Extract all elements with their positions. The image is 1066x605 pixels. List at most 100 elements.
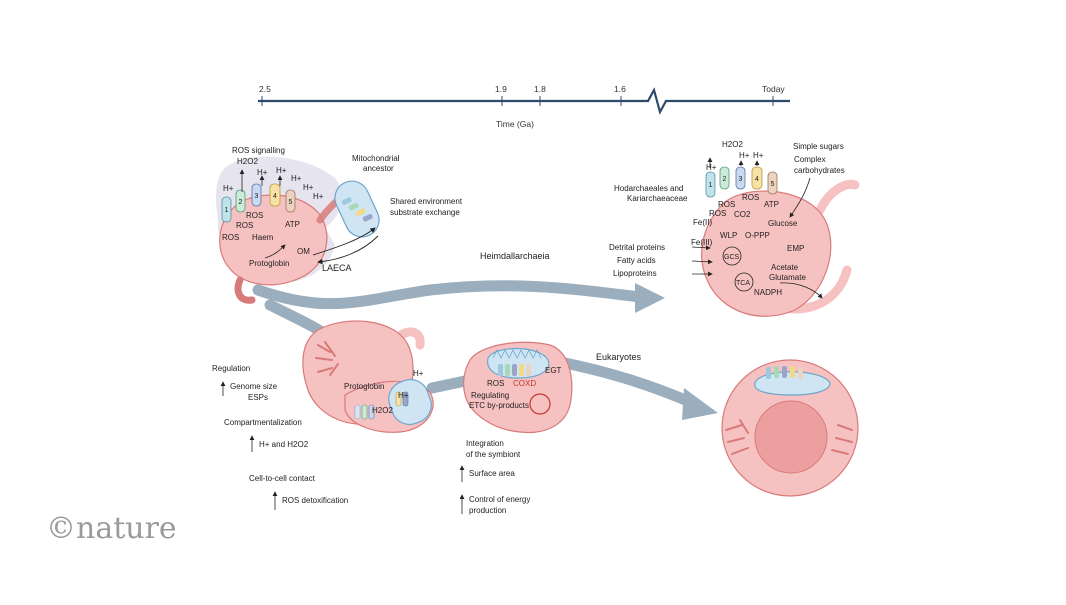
eukaryote-er-left bbox=[725, 419, 749, 455]
mito-ancestor-complex-4 bbox=[362, 214, 373, 222]
heim-glucose-label: Glucose bbox=[768, 219, 798, 228]
heim-oppp-label: O-PPP bbox=[745, 231, 770, 240]
note-genome-size: Genome size bbox=[230, 382, 278, 391]
heim-complex-5 bbox=[767, 171, 778, 195]
merge-complex-2 bbox=[361, 404, 368, 420]
eukaryotes-arrow-shaft bbox=[554, 356, 696, 408]
fatty-acids-arrow bbox=[691, 259, 713, 265]
laeca-hplus-label-3: H+ bbox=[276, 166, 287, 175]
heimdallarchaeia-arrow-shaft bbox=[252, 280, 646, 310]
merge-complex-1 bbox=[354, 404, 361, 420]
note-esps: ESPs bbox=[248, 393, 268, 402]
eukaryotes-label: Eukaryotes bbox=[596, 352, 642, 362]
laeca-hplus-label-2: H+ bbox=[257, 168, 268, 177]
hodar-line1: Hodarchaeales and bbox=[614, 184, 683, 193]
intermediate-reg-line1: Regulating bbox=[471, 391, 509, 400]
shared-env-line1: Shared environment bbox=[390, 197, 463, 206]
intermediate-egt-label: EGT bbox=[545, 366, 562, 375]
merge-er-membranes bbox=[315, 341, 339, 376]
mito-ancestor-complex-2 bbox=[348, 202, 359, 211]
shared-env-line2: substrate exchange bbox=[390, 208, 460, 217]
laeca-protrusion-lower bbox=[234, 276, 256, 304]
heim-complex-4 bbox=[751, 166, 763, 190]
merge-hplus-label-1: H+ bbox=[413, 369, 424, 378]
intermediate-cristae bbox=[492, 349, 542, 359]
laeca-complex-4 bbox=[269, 183, 281, 207]
tick-label-today: Today bbox=[762, 84, 785, 94]
eukaryote-complex-5 bbox=[798, 367, 803, 379]
heim-tca-label: TCA bbox=[736, 280, 750, 287]
heim-ros-label-1: ROS bbox=[718, 200, 735, 209]
mito-title-line1: Mitochondrial bbox=[352, 154, 400, 163]
note-control-line2: production bbox=[469, 506, 506, 515]
laeca-hplus-label-6: H+ bbox=[313, 192, 324, 201]
simple-sugars-label: Simple sugars bbox=[793, 142, 844, 151]
heim-hplus-label-2: H+ bbox=[739, 151, 750, 160]
timeline: 2.5 1.9 1.8 1.6 Today Time (Ga) bbox=[258, 84, 790, 129]
timeline-break bbox=[640, 87, 790, 115]
note-integration-line2: of the symbiont bbox=[466, 450, 521, 459]
heim-nadph-label: NADPH bbox=[754, 288, 782, 297]
heim-gcs-circle bbox=[722, 246, 742, 266]
eukaryote-nucleus bbox=[754, 400, 828, 474]
timeline-axis-title: Time (Ga) bbox=[496, 119, 534, 129]
laeca-hplus-label-1: H+ bbox=[223, 184, 234, 193]
merge-protrusion-top bbox=[395, 327, 425, 350]
heim-ros-label-2: ROS bbox=[709, 209, 726, 218]
mitochondrial-ancestor: Mitochondrial ancestor Shared environmen… bbox=[312, 154, 463, 265]
heim-complex-2 bbox=[719, 166, 730, 190]
detrital-arrow bbox=[691, 245, 711, 251]
note-contact: Cell-to-cell contact bbox=[249, 474, 316, 483]
laeca-complex-1 bbox=[221, 196, 232, 223]
merge-protoglobin-label: Protoglobin bbox=[344, 382, 384, 391]
heim-complex-3-label: 3 bbox=[739, 176, 743, 183]
input-lipoproteins: Lipoproteins bbox=[613, 269, 657, 278]
eukaryote-cell bbox=[721, 359, 859, 497]
laeca-atp-label: ATP bbox=[285, 220, 300, 229]
heim-co2-label: CO2 bbox=[734, 210, 751, 219]
heim-tca-circle bbox=[734, 272, 754, 292]
input-detrital-proteins: Detrital proteins bbox=[609, 243, 665, 252]
eukaryote-er-right bbox=[831, 424, 853, 455]
tick-label-2-5: 2.5 bbox=[259, 84, 271, 94]
laeca-ros-label-3: ROS bbox=[222, 233, 239, 242]
merge-complex-4 bbox=[395, 391, 402, 407]
note-integration-line1: Integration bbox=[466, 439, 504, 448]
laeca-cell: 1 2 3 4 5 ROS signalling H2O2 H+ H+ H+ H… bbox=[216, 146, 352, 304]
sugar-input-arrow bbox=[789, 177, 811, 218]
mito-ancestor-complex-1 bbox=[341, 197, 352, 205]
laeca-complex-5-label: 5 bbox=[289, 199, 293, 206]
eukaryote-complex-4 bbox=[790, 366, 795, 378]
mito-ancestor-complex-3 bbox=[355, 208, 366, 216]
tick-label-1-8: 1.8 bbox=[534, 84, 546, 94]
intermediate-vesicle bbox=[529, 393, 551, 415]
laeca-hplus-label-4: H+ bbox=[291, 174, 302, 183]
merge-symbiont bbox=[388, 378, 432, 426]
laeca-complex-2 bbox=[235, 189, 246, 213]
merge-h2o2-label: H2O2 bbox=[372, 406, 393, 415]
merge-complex-3 bbox=[368, 404, 375, 420]
exchange-arrow-out bbox=[312, 227, 376, 256]
note-regulation: Regulation bbox=[212, 364, 250, 373]
heim-complex-4-label: 4 bbox=[755, 176, 759, 183]
laeca-body bbox=[219, 194, 328, 286]
merge-hplus-label-2: H+ bbox=[398, 391, 409, 400]
intermediate-complex-4 bbox=[519, 364, 524, 376]
laeca-ros-label-2: ROS bbox=[236, 221, 253, 230]
laeca-ros-label-1: ROS bbox=[246, 211, 263, 220]
eukaryote-complex-2 bbox=[774, 366, 779, 378]
merged-cell: Protoglobin H+ H+ H2O2 bbox=[302, 320, 434, 433]
heim-complex-5-label: 5 bbox=[771, 181, 775, 188]
heim-wlp-label: WLP bbox=[720, 231, 737, 240]
intermediate-cell: ROS COXD EGT Regulating ETC by-products bbox=[463, 341, 573, 434]
laeca-hplus-label-5: H+ bbox=[303, 183, 314, 192]
tick-label-1-6: 1.6 bbox=[614, 84, 626, 94]
heim-atp-label: ATP bbox=[764, 200, 779, 209]
eukaryote-complex-3 bbox=[782, 366, 787, 378]
heim-glutamate-label: Glutamate bbox=[769, 273, 806, 282]
laeca-om-label: OM bbox=[297, 247, 310, 256]
laeca-protoglobin-label: Protoglobin bbox=[249, 259, 289, 268]
heim-fe2-label: Fe(II) bbox=[693, 218, 712, 227]
